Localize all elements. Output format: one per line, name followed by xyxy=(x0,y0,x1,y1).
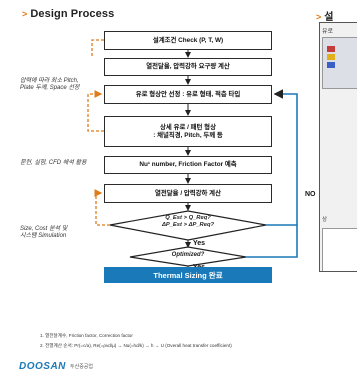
section-title: >Design Process xyxy=(22,8,115,20)
footnote-1: 1. 열전달계수, Friction factor, Correction fa… xyxy=(40,333,133,338)
doosan-logo: DOOSAN xyxy=(19,361,66,372)
no-label: NO xyxy=(305,191,316,198)
feedback-loop-orange-1 xyxy=(87,90,104,132)
feedback-loop-orange-2 xyxy=(94,189,110,226)
step-heat-pressure-calc: 열전달율 / 압력강하 계산 xyxy=(104,184,272,203)
doosan-logo-subtitle: 두산중공업 xyxy=(70,364,94,370)
panel-yellow-bar xyxy=(327,54,335,60)
panel-plot-image xyxy=(322,228,357,271)
note-size-cost-analysis: Size, Cost 분석 및 시스템 Simulation xyxy=(20,226,68,240)
footnote-2: 2. 전열계산 순서: Pr(=c/a), Re(=ρvd/μ) → Nu(=h… xyxy=(40,343,232,348)
panel-header: 유로 xyxy=(322,29,334,35)
note-pitch-selection: 압력에 따라 최소 Pitch, Plate 두께, Space 선정 xyxy=(20,78,80,92)
chevron-right-icon: > xyxy=(22,9,28,19)
decision-1-text: Q_Est > Q_Req? ΔP_Est > ΔP_Req? xyxy=(161,215,215,229)
panel-blue-bar xyxy=(327,62,335,68)
step-detail-channel-pattern: 상세 유로 / 패턴 형상 : 채널직경, Pitch, 두께 등 xyxy=(104,116,272,147)
panel-window-image xyxy=(322,37,357,89)
step-channel-shape-selection: 유로 형상안 선정 : 유로 형태, 적층 타입 xyxy=(104,85,272,104)
step-heat-transfer-requirement: 열전달율, 압력강하 요구량 계산 xyxy=(104,58,272,76)
panel-label: 상 xyxy=(322,217,328,223)
no-loop-decision2 xyxy=(246,225,298,258)
yes-label-1: Yes xyxy=(193,240,206,247)
step-check-conditions: 설계조건 Check (P, T, W) xyxy=(104,31,272,50)
side-section-title: >설 xyxy=(316,12,334,23)
decision-2-text: Optimized? xyxy=(171,252,205,258)
step-nusselt-friction-prediction: Nu¹ number, Friction Factor 예측 xyxy=(104,156,272,174)
panel-red-bar xyxy=(327,46,335,52)
feedback-loop-orange-3 xyxy=(91,39,104,57)
side-panel-screenshot: 유로 상 xyxy=(319,22,357,272)
note-cfd-analysis: 문헌, 실험, CFD 해석 활용 xyxy=(20,160,87,166)
chevron-right-icon: > xyxy=(316,12,322,22)
thermal-sizing-complete: Thermal Sizing 완료 xyxy=(104,267,272,283)
no-loop-decision1 xyxy=(266,89,298,226)
